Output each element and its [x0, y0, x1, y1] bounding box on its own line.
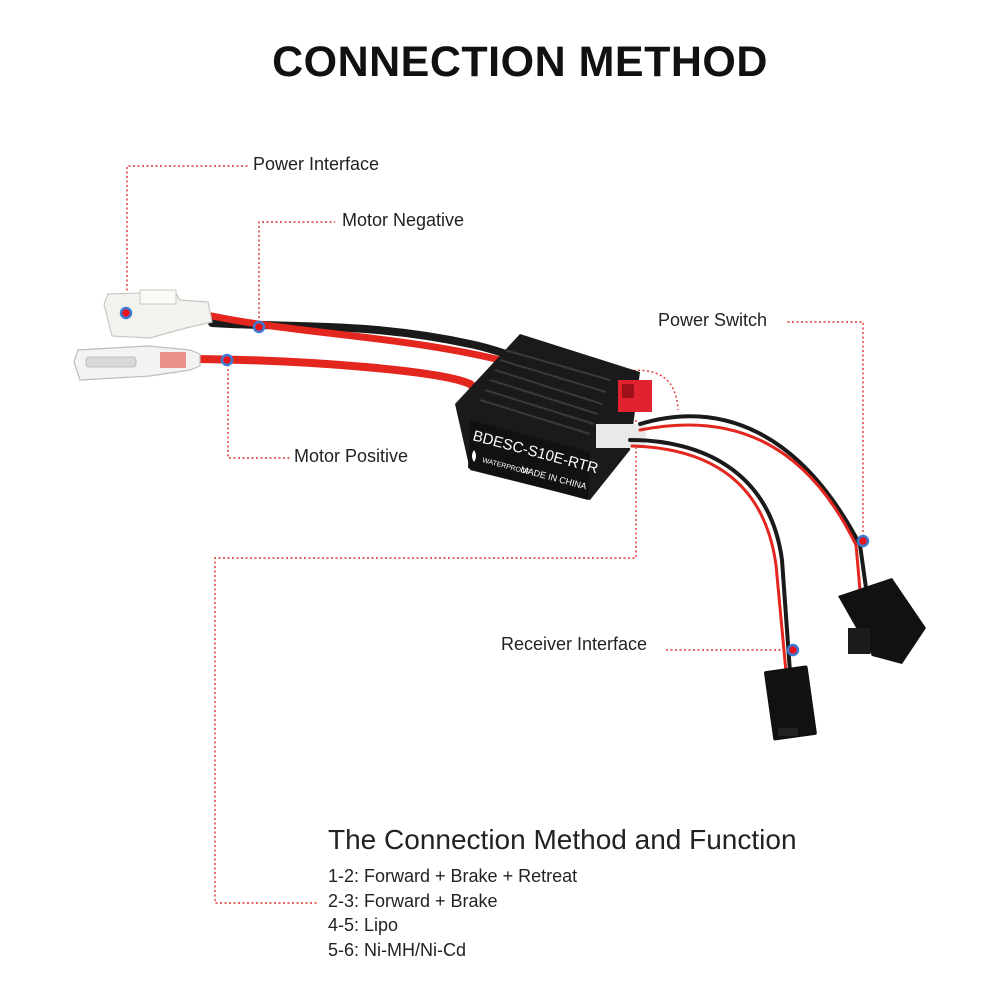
power-switch	[838, 578, 926, 664]
power-connector	[103, 289, 213, 339]
leader-power-switch	[785, 321, 864, 541]
water-drop-icon	[472, 450, 476, 462]
bullet-connector	[73, 345, 201, 381]
function-heading: The Connection Method and Function	[328, 824, 797, 855]
wire-receiver-black	[628, 438, 792, 674]
marker-receiver-interface	[786, 643, 800, 657]
signal-wires	[628, 414, 868, 674]
function-item: 1-2: Forward + Brake + Retreat	[328, 866, 578, 886]
marker-power-switch	[856, 534, 870, 548]
function-item: 5-6: Ni-MH/Ni-Cd	[328, 939, 467, 960]
marker-power-interface	[119, 306, 133, 320]
wire-red-power	[208, 312, 504, 364]
label-motor-negative: Motor Negative	[342, 210, 465, 230]
page-title: CONNECTION METHOD	[272, 38, 768, 86]
esc-body: BDESC-S10E-RTR WATERPROOF MADE IN CHINA	[455, 334, 652, 500]
label-power-switch: Power Switch	[658, 310, 768, 330]
receiver-plug	[764, 665, 817, 741]
wire-switch-red	[638, 423, 862, 592]
label-power-interface: Power Interface	[253, 154, 380, 174]
label-receiver-interface: Receiver Interface	[501, 634, 648, 654]
leader-function-bracket	[214, 420, 637, 904]
markers	[119, 306, 870, 657]
leader-motor-negative	[258, 221, 335, 327]
leader-lines	[126, 165, 864, 904]
marker-motor-positive	[220, 353, 234, 367]
wire-red-motor-positive	[192, 355, 480, 408]
function-item: 2-3: Forward + Brake	[328, 890, 498, 911]
wire-receiver-red	[630, 444, 788, 674]
leader-motor-positive	[227, 360, 290, 459]
function-list: 1-2: Forward + Brake + Retreat 2-3: Forw…	[328, 864, 577, 962]
label-motor-positive: Motor Positive	[294, 446, 409, 466]
wire-switch-black	[638, 414, 868, 590]
function-item: 4-5: Lipo	[328, 915, 399, 935]
marker-motor-negative	[252, 320, 266, 334]
